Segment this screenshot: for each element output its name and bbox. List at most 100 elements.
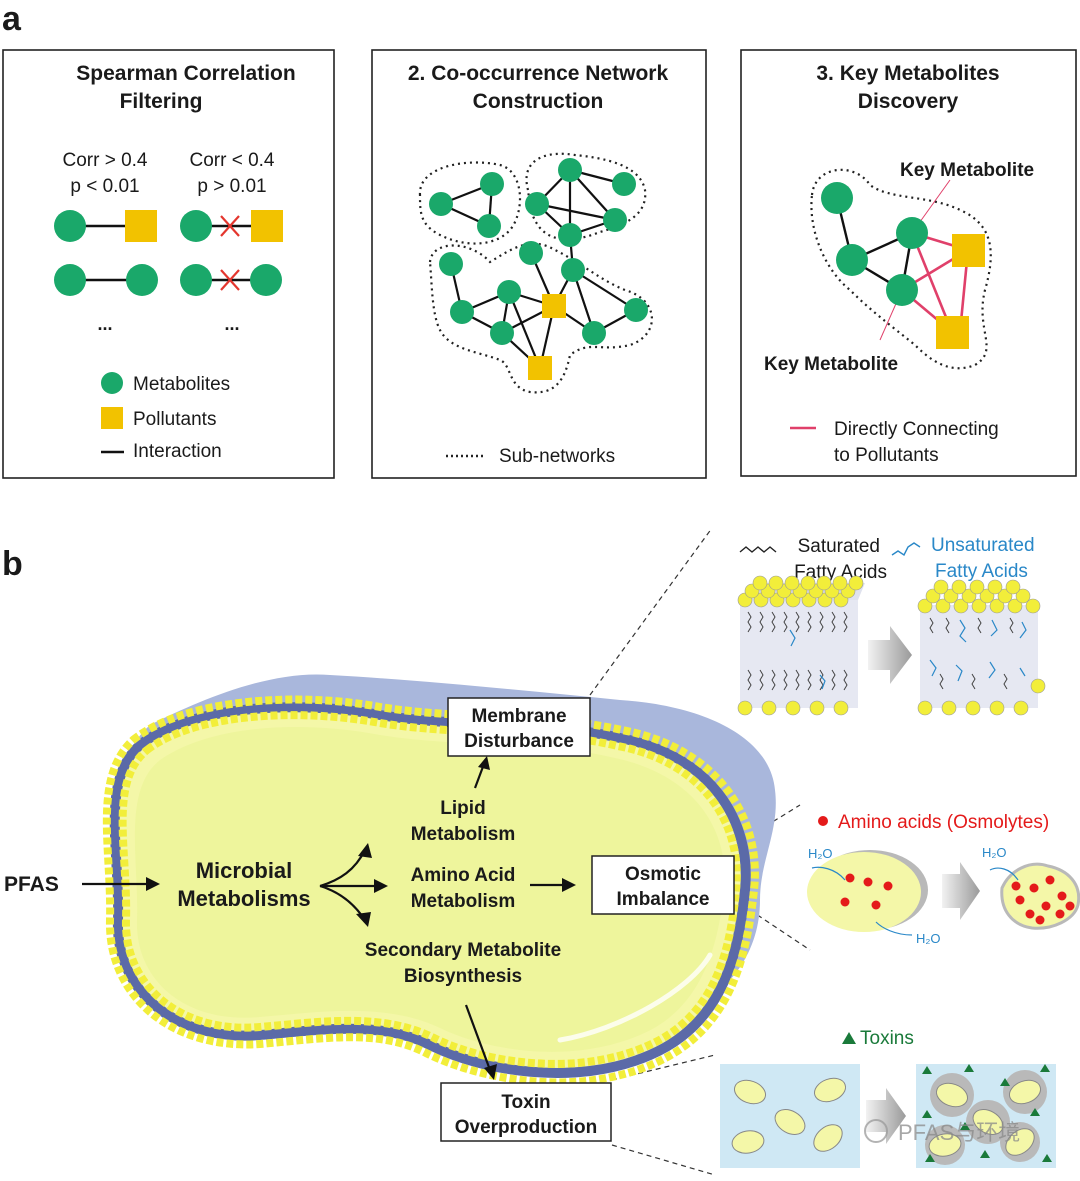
subnetwork-outline [428,242,653,394]
amino-line1: Amino Acid [411,865,516,886]
membrane-inner-heads [118,711,741,1068]
toxin-inset: Toxins [720,1028,1056,1168]
toxin-overproduction-box: Toxin Overproduction [440,1082,612,1142]
saturated-line1: Saturated [798,536,880,557]
legend-pollutant-icon [101,407,123,429]
box2-title-line2: Construction [473,90,604,113]
legend-metabolite-icon [101,372,123,394]
metabolite-node [250,264,282,296]
metabolite-node [126,264,158,296]
key-network-pollutant-node [952,234,985,267]
box-cooccurrence-network: 2. Co-occurrence Network Construction [371,49,707,479]
pollutant-node [251,210,283,242]
legend-metabolites: Metabolites [133,374,230,395]
h2o-label-3: H₂O [982,845,1007,860]
outcome-arrows [464,756,576,1080]
box-spearman-filtering: Spearman Correlation Filtering Corr > 0.… [2,49,335,479]
watermark: PFAS与环境 [864,1119,1020,1145]
toxin-line1: Toxin [501,1092,550,1113]
watermark-text: PFAS与环境 [898,1120,1020,1145]
microbial-line2: Metabolisms [177,886,310,911]
lipid-line2: Metabolism [411,824,516,845]
microbial-line1: Microbial [196,858,293,883]
legend-direct-line1: Directly Connecting [834,419,999,440]
branch-arrowheads [356,843,388,927]
cond-pass-p: p < 0.01 [70,176,139,197]
cond-fail-corr: Corr < 0.4 [189,150,274,171]
cell-highlight [557,952,713,1043]
osmotic-imbalance-box: Osmotic Imbalance [591,855,735,915]
network-pollutant-node [528,356,552,380]
box-key-metabolites: 3. Key Metabolites Discovery Key Metabol… [740,49,1077,477]
box3-title-line1: 3. Key Metabolites [816,62,999,85]
panel-a-label: a [2,0,22,38]
amino-line2: Metabolism [411,891,516,912]
saturated-chain-icon [739,546,777,553]
box1-title-line1: Spearman Correlation [76,62,295,85]
secondary-line2: Biosynthesis [404,966,522,987]
panel-b-label: b [2,545,23,583]
change-arrow [868,626,912,684]
rejected-cross-icon [220,215,240,237]
change-arrow [942,862,980,920]
bacterial-cell [102,674,776,1087]
unsaturated-line1: Unsaturated [931,535,1035,556]
metabolite-node [54,210,86,242]
network-pollutant-node [542,294,566,318]
bilayer-block-unsaturated [920,605,1038,708]
toxin-legend-icon [842,1032,856,1044]
osmotic-line2: Imbalance [617,889,710,910]
pollutant-node [125,210,157,242]
unsaturated-line2: Fatty Acids [935,561,1028,582]
key-network-pollutant-node [936,316,969,349]
metabolite-node [180,264,212,296]
metabolite-node [180,210,212,242]
h2o-label-1: H₂O [808,846,833,861]
key-network-metabolite-nodes [821,182,928,306]
lipid-line1: Lipid [440,798,485,819]
box1-title-line2: Filtering [120,90,203,113]
cond-fail-p: p > 0.01 [197,176,266,197]
cell-normal [807,852,921,932]
rejected-cross-icon [220,269,240,291]
membrane-line1: Membrane [471,706,566,727]
membrane-inset: Saturated Fatty Acids Unsaturated Fatty … [737,535,1046,716]
legend-subnetworks: Sub-networks [499,446,615,467]
ellipsis-pass: ... [97,314,112,334]
change-arrow [866,1088,906,1144]
amino-osmolytes-label: Amino acids (Osmolytes) [838,812,1049,833]
legend-direct-line2: to Pollutants [834,445,939,466]
box3-title-line2: Discovery [858,90,959,113]
ellipsis-fail: ... [224,314,239,334]
unsaturated-chain-icon [891,542,921,557]
network-metabolite-nodes [429,158,648,345]
toxin-triangles [922,1064,1052,1162]
subnetwork-outline [810,168,992,370]
secondary-line1: Secondary Metabolite [365,940,561,961]
pfas-arrow [82,877,160,891]
amino-acid-legend-icon [818,816,828,826]
legend-pollutants: Pollutants [133,409,216,430]
key-metabolite-label-bottom: Key Metabolite [764,354,898,375]
membrane-line2: Disturbance [464,731,574,752]
pfas-label: PFAS [4,873,59,896]
subnetwork-outline [418,161,522,245]
osmotic-line1: Osmotic [625,864,701,885]
saturated-line2: Fatty Acids [794,562,887,583]
legend-interaction: Interaction [133,441,222,462]
wechat-icon [864,1119,888,1143]
cond-pass-corr: Corr > 0.4 [62,150,147,171]
membrane-disturbance-box: Membrane Disturbance [447,697,591,757]
key-metabolite-label-top: Key Metabolite [900,160,1034,181]
h2o-label-2: H₂O [916,931,941,946]
cell-interior [134,727,725,1052]
box2-title-line1: 2. Co-occurrence Network [408,62,669,85]
bilayer-block-saturated [740,600,858,708]
subnetwork-outline [525,152,647,241]
toxin-line2: Overproduction [455,1117,598,1138]
membrane-outer-heads [102,695,759,1087]
metabolite-node [54,264,86,296]
toxins-label: Toxins [860,1028,914,1049]
osmotic-inset: Amino acids (Osmolytes) H₂O H₂O H₂O [807,812,1080,946]
